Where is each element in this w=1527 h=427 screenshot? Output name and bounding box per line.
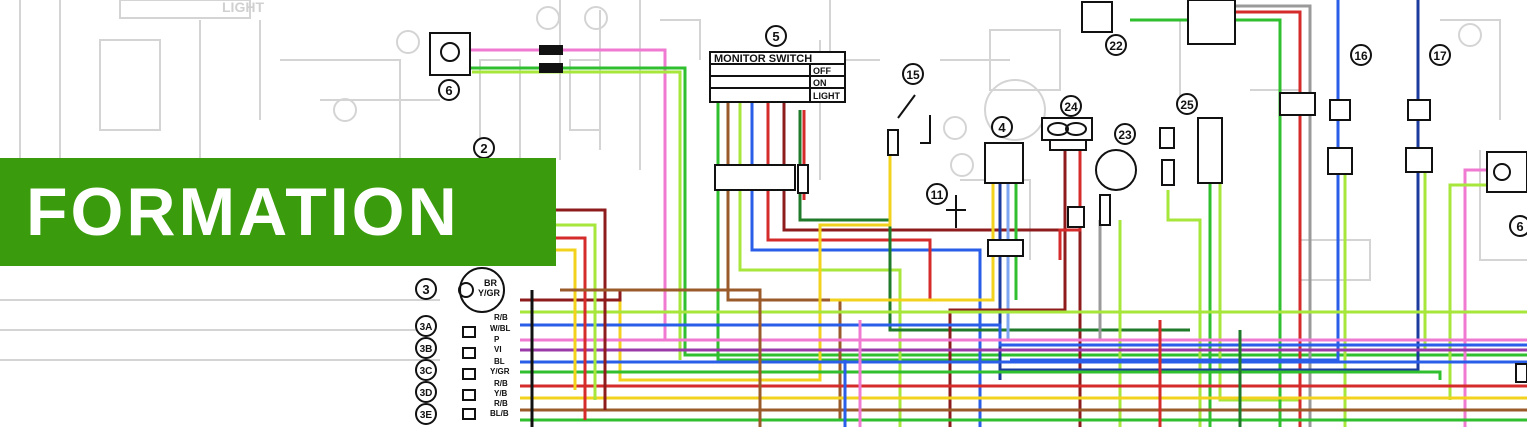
label-3d: 3D <box>420 388 433 399</box>
wire-code-labels: BR Y/GR R/B W/BL P VI BL Y/GR R/B Y/B R/… <box>478 278 511 418</box>
wire-code: Y/GR <box>490 367 510 376</box>
label-5: 5 <box>772 29 779 44</box>
component-4-box <box>984 142 1024 184</box>
wire-code: BL <box>494 357 505 366</box>
wire-code: R/B <box>494 313 508 322</box>
connector-6-left <box>429 32 471 76</box>
label-11: 11 <box>931 188 944 202</box>
wire-code: P <box>494 335 500 344</box>
label-6-right: 6 <box>1516 219 1523 234</box>
banner-title: FORMATION <box>26 174 460 250</box>
wire-code: R/B <box>494 379 508 388</box>
ghost-label: LIGHT <box>222 0 264 15</box>
component-badges: 6 2 3 3A 3B 3C 3D 3E 4 5 11 15 16 <box>415 25 1527 425</box>
label-3e: 3E <box>420 410 433 421</box>
label-3b: 3B <box>420 344 433 355</box>
wire-bundle <box>468 0 1527 427</box>
components <box>429 0 1527 383</box>
wire-code: W/BL <box>490 324 511 333</box>
label-2: 2 <box>480 141 487 156</box>
wire-code: Y/GR <box>478 288 501 298</box>
wire-code: R/B <box>494 399 508 408</box>
label-22: 22 <box>1109 39 1123 53</box>
label-4: 4 <box>998 120 1006 135</box>
label-25: 25 <box>1180 98 1194 112</box>
label-24: 24 <box>1064 100 1078 114</box>
switch-position-on: ON <box>813 78 827 88</box>
label-16: 16 <box>1354 49 1368 63</box>
left-connectors <box>458 267 505 420</box>
wire-code: BR <box>484 278 497 288</box>
label-3a: 3A <box>420 322 433 333</box>
wire-code: BL/B <box>490 409 509 418</box>
monitor-switch-labels: MONITOR SWITCH OFF ON LIGHT <box>714 53 840 101</box>
background-schematic: LIGHT <box>0 0 1527 361</box>
label-3: 3 <box>422 282 429 297</box>
label-15: 15 <box>906 68 920 82</box>
label-3c: 3C <box>420 366 433 377</box>
label-17: 17 <box>1433 49 1447 63</box>
switch-position-light: LIGHT <box>813 91 840 101</box>
label-6-left: 6 <box>445 83 452 98</box>
monitor-switch-title: MONITOR SWITCH <box>714 53 812 65</box>
formation-banner: FORMATION <box>0 158 556 266</box>
switch-position-off: OFF <box>813 66 831 76</box>
wire-code: Y/B <box>494 389 508 398</box>
wire-code: VI <box>494 345 502 354</box>
label-23: 23 <box>1118 128 1132 142</box>
